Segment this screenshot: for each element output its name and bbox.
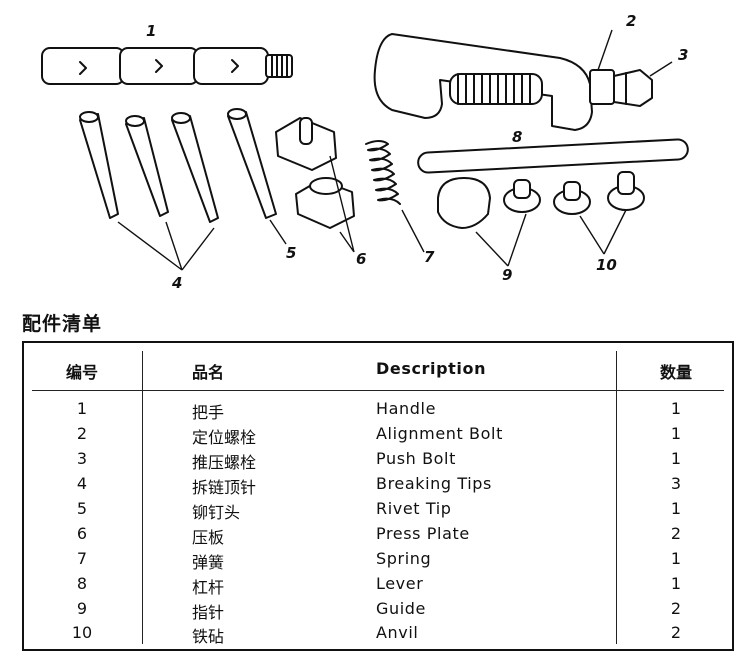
- callout-2: 2: [626, 12, 636, 30]
- cell-name: 指针: [192, 603, 225, 622]
- cell-description: Guide: [376, 599, 426, 618]
- callout-6: 6: [356, 250, 366, 268]
- cell-name: 把手: [192, 403, 225, 422]
- cell-quantity: 1: [670, 499, 682, 518]
- callout-8: 8: [512, 128, 522, 146]
- parts-list-title: 配件清单: [22, 313, 103, 335]
- cell-quantity: 1: [670, 449, 682, 468]
- cell-description: Breaking Tips: [376, 474, 492, 493]
- table-row: 6 压板 Press Plate 2: [24, 524, 736, 548]
- table-row: 3 推压螺栓 Push Bolt 1: [24, 449, 736, 473]
- clamp-body-drawing: [373, 33, 653, 131]
- cell-number: 5: [76, 499, 88, 518]
- cell-description: Spring: [376, 549, 432, 568]
- cell-number: 3: [76, 449, 88, 468]
- header-description: Description: [376, 359, 487, 378]
- press-plates-drawing: [275, 117, 355, 229]
- cell-quantity: 2: [670, 599, 682, 618]
- callout-7: 7: [424, 248, 435, 266]
- table-divider: [142, 351, 143, 644]
- table-row: 10 铁砧 Anvil 2: [24, 623, 736, 647]
- cell-quantity: 1: [670, 399, 682, 418]
- callout-10: 10: [596, 256, 617, 274]
- cell-quantity: 3: [670, 474, 682, 493]
- cell-name: 弹簧: [192, 553, 225, 572]
- cell-quantity: 1: [670, 549, 682, 568]
- handle-drawing: [41, 47, 293, 85]
- table-row: 9 指针 Guide 2: [24, 599, 736, 623]
- table-row: 2 定位螺栓 Alignment Bolt 1: [24, 424, 736, 448]
- cell-name: 铁砧: [192, 627, 225, 646]
- callout-1: 1: [146, 22, 156, 40]
- table-row: 5 铆钉头 Rivet Tip 1: [24, 499, 736, 523]
- table-row: 7 弹簧 Spring 1: [24, 549, 736, 573]
- cell-number: 2: [76, 424, 88, 443]
- cell-description: Anvil: [376, 623, 419, 642]
- cell-quantity: 2: [670, 524, 682, 543]
- header-quantity: 数量: [659, 363, 692, 382]
- parts-table: 编号 品名 Description 数量 1 把手 Handle 1 2 定位螺栓 Alig…: [22, 341, 734, 651]
- spring-drawing: [365, 140, 401, 205]
- cell-description: Alignment Bolt: [376, 424, 503, 443]
- table-row: 4 拆链顶针 Breaking Tips 3: [24, 474, 736, 498]
- callout-5: 5: [286, 244, 296, 262]
- table-divider: [32, 390, 724, 391]
- cell-description: Press Plate: [376, 524, 470, 543]
- callout-4: 4: [171, 274, 182, 292]
- cell-number: 9: [76, 599, 88, 618]
- cell-name: 推压螺栓: [192, 453, 257, 472]
- cell-description: Rivet Tip: [376, 499, 452, 518]
- cell-description: Push Bolt: [376, 449, 456, 468]
- table-row: 8 杠杆 Lever 1: [24, 574, 736, 598]
- cell-number: 7: [76, 549, 88, 568]
- parts-illustration: 1 2 3 4 5 6 7 8 9 10: [41, 12, 689, 292]
- cell-description: Lever: [376, 574, 424, 593]
- header-name: 品名: [192, 363, 225, 382]
- table-divider: [616, 351, 617, 644]
- cell-quantity: 2: [670, 623, 682, 642]
- callout-3: 3: [678, 46, 688, 64]
- table-row: 1 把手 Handle 1: [24, 399, 736, 423]
- cell-number: 10: [71, 623, 93, 642]
- cell-quantity: 1: [670, 424, 682, 443]
- cell-name: 拆链顶针: [192, 478, 257, 497]
- cell-number: 4: [76, 474, 88, 493]
- cell-quantity: 1: [670, 574, 682, 593]
- cell-name: 压板: [192, 528, 225, 547]
- pins-drawing: [79, 108, 277, 223]
- cell-name: 定位螺栓: [192, 428, 257, 447]
- cell-number: 6: [76, 524, 88, 543]
- header-number: 编号: [65, 363, 98, 382]
- callout-9: 9: [502, 266, 512, 284]
- cell-name: 铆钉头: [192, 503, 241, 522]
- cell-number: 8: [76, 574, 88, 593]
- cell-description: Handle: [376, 399, 437, 418]
- lever-drawing: [417, 138, 689, 174]
- guides-anvils-drawing: [437, 171, 645, 229]
- cell-number: 1: [76, 399, 88, 418]
- cell-name: 杠杆: [192, 578, 225, 597]
- callout-leaders: [117, 29, 673, 271]
